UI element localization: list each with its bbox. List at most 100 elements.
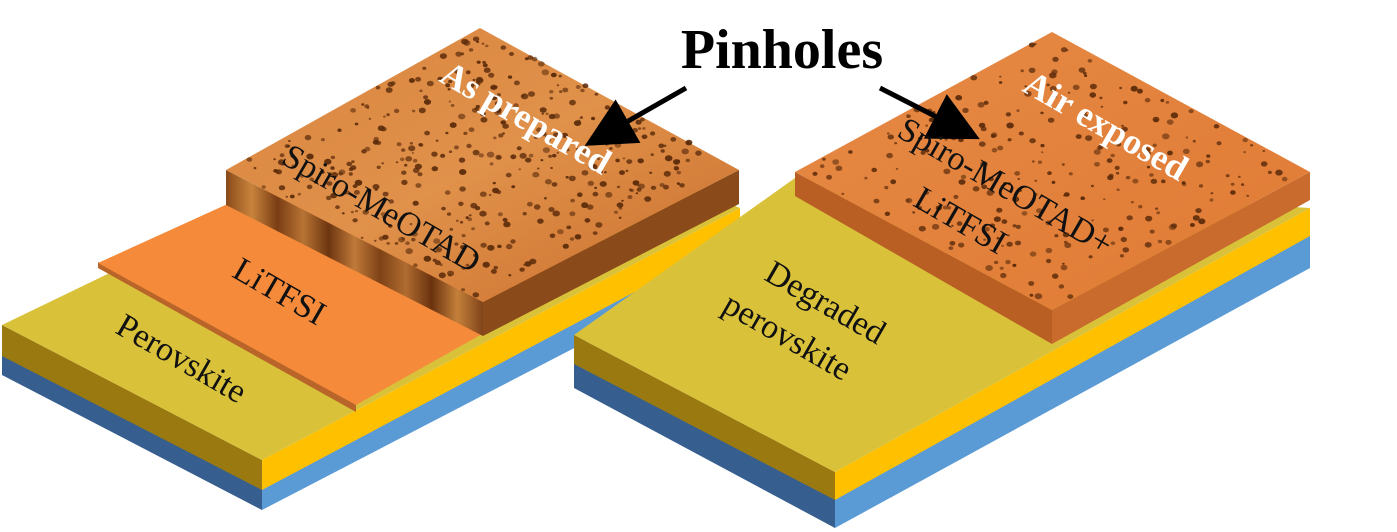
pinhole-dot — [273, 158, 276, 161]
pinhole-dot — [1167, 150, 1173, 156]
pinhole-dot — [513, 80, 520, 86]
pinhole-dot — [1209, 198, 1214, 202]
pinhole-dot — [474, 205, 481, 211]
pinhole-dot — [1046, 83, 1050, 87]
pinhole-dot — [527, 201, 533, 207]
pinhole-dot — [641, 134, 648, 140]
pinhole-dot — [1024, 90, 1032, 97]
pinhole-dot — [454, 145, 459, 150]
pinhole-dot — [313, 180, 319, 184]
pinhole-dot — [541, 112, 544, 115]
pinhole-dot — [285, 195, 289, 198]
pinhole-dot — [492, 181, 496, 185]
pinhole-dot — [1045, 247, 1053, 254]
pinhole-dot — [676, 159, 681, 163]
pinhole-dot — [1041, 151, 1044, 154]
pinhole-dot — [507, 75, 513, 79]
pinhole-dot — [1108, 173, 1114, 178]
pinhole-dot — [918, 225, 926, 232]
pinhole-dot — [1067, 294, 1074, 299]
pinhole-dot — [948, 246, 954, 251]
pinhole-dot — [1216, 141, 1222, 146]
pinhole-dot — [637, 158, 644, 164]
pinhole-dot — [417, 172, 423, 177]
pinhole-dot — [1045, 220, 1052, 226]
pinhole-dot — [989, 223, 995, 228]
pinhole-dot — [1130, 85, 1138, 92]
pinhole-dot — [1012, 196, 1020, 203]
pinhole-dot — [1062, 232, 1070, 238]
pinhole-dot — [895, 167, 899, 170]
pinhole-dot — [380, 212, 386, 217]
pinhole-dot — [330, 166, 335, 170]
pinhole-dot — [960, 174, 967, 180]
pinhole-dot — [351, 160, 355, 164]
pinhole-dot — [1115, 142, 1122, 147]
pinhole-dot — [1094, 162, 1100, 167]
pinhole-dot — [246, 157, 253, 162]
pinhole-dot — [977, 102, 985, 108]
pinhole-dot — [998, 81, 1003, 84]
pinhole-dot — [848, 150, 853, 154]
pinhole-dot — [1037, 160, 1043, 164]
pinhole-dot — [460, 245, 466, 250]
pinhole-dot — [277, 159, 286, 166]
pinhole-dot — [1195, 208, 1202, 214]
pinhole-dot — [1007, 182, 1012, 186]
pinhole-dot — [972, 186, 980, 192]
pinhole-dot — [381, 162, 385, 165]
pinhole-dot — [1024, 85, 1027, 88]
pinhole-dot — [663, 170, 671, 177]
pinhole-dot — [562, 243, 569, 249]
pinhole-dot — [1267, 170, 1272, 174]
pinhole-dot — [566, 225, 572, 230]
pinhole-dot — [545, 135, 550, 139]
pinhole-dot — [588, 164, 594, 170]
pinhole-dot — [490, 94, 498, 100]
pinhole-dot — [467, 217, 473, 222]
pinhole-dot — [446, 212, 452, 216]
pinhole-dot — [1165, 101, 1170, 104]
pinhole-dot — [984, 227, 990, 232]
pinhole-dot — [841, 192, 845, 195]
pinhole-dot — [261, 185, 266, 189]
pinhole-dot — [466, 143, 472, 149]
pinhole-dot — [580, 88, 585, 93]
pinhole-dot — [388, 199, 394, 204]
pinhole-dot — [1230, 190, 1236, 195]
pinhole-dot — [996, 207, 1003, 213]
pinhole-dot — [949, 241, 956, 246]
pinhole-dot — [1275, 169, 1283, 176]
pinhole-dot — [1237, 175, 1241, 178]
pinhole-dot — [1051, 180, 1056, 184]
pinhole-dot — [532, 171, 540, 178]
pinhole-dot — [404, 163, 408, 167]
pinhole-dot — [350, 108, 356, 113]
pinhole-dot — [273, 169, 278, 173]
pinhole-dot — [1126, 215, 1133, 221]
pinhole-dot — [549, 90, 554, 94]
pinhole-dot — [565, 148, 570, 152]
pinhole-dot — [352, 184, 358, 189]
pinhole-dot — [636, 187, 642, 192]
pinhole-dot — [1160, 98, 1165, 103]
pinhole-dot — [341, 212, 345, 215]
pinhole-dot — [1012, 224, 1017, 228]
pinhole-dot — [1062, 262, 1065, 265]
pinhole-dot — [415, 76, 422, 82]
pinhole-dot — [1045, 258, 1052, 264]
pinhole-dot — [459, 169, 467, 175]
pinhole-dot — [300, 174, 304, 178]
pinhole-dot — [1188, 109, 1194, 114]
pinhole-dot — [1138, 205, 1143, 209]
pinhole-dot — [1155, 207, 1159, 210]
pinhole-dot — [942, 205, 948, 210]
pinhole-dot — [587, 180, 594, 186]
pinhole-dot — [565, 175, 569, 179]
pinhole-dot — [306, 184, 313, 190]
pinhole-dot — [999, 266, 1004, 270]
pinhole-dot — [366, 106, 370, 109]
pinhole-dot — [409, 223, 413, 226]
pinhole-dot — [552, 210, 560, 217]
pinhole-dot — [1090, 184, 1094, 188]
